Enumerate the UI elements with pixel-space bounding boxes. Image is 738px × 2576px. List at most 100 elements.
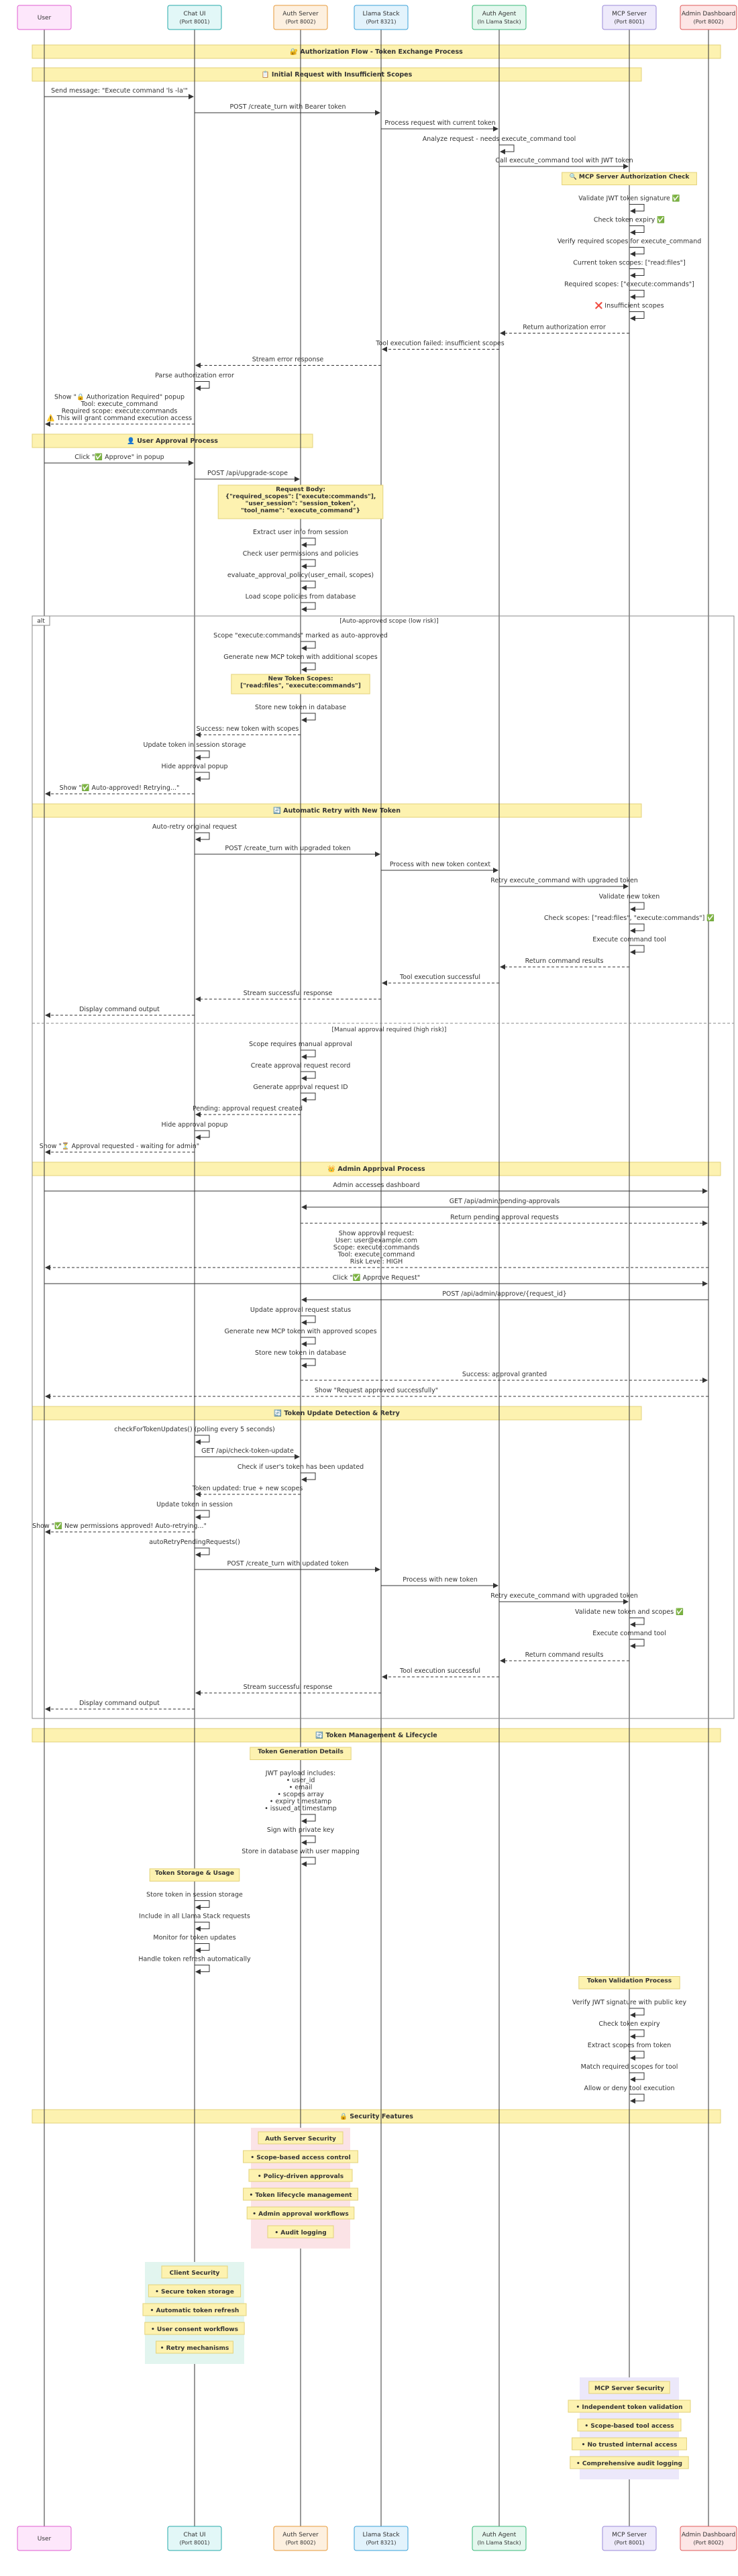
participant-box-chat	[167, 5, 222, 30]
security-item-box	[142, 2303, 247, 2316]
security-item-text: Client Security	[170, 2270, 220, 2277]
participant-name: Auth Server	[282, 2532, 319, 2538]
self-message-label: Execute command tool	[592, 936, 666, 943]
self-message-label: Create approval request record	[251, 1062, 351, 1070]
message-label: Success: approval granted	[462, 1371, 547, 1378]
self-message-arrow	[301, 1315, 316, 1325]
self-message-label: Handle token refresh automatically	[138, 1956, 251, 1963]
note-box	[231, 674, 370, 694]
participant-box-agent	[472, 5, 527, 30]
self-message-arrow	[195, 1965, 210, 1975]
message-label: Tool execution failed: insufficient scop…	[375, 340, 504, 348]
participant-port: (Port 8001)	[179, 2540, 209, 2546]
note-text: Token Validation Process	[587, 1978, 672, 1985]
self-message-arrow	[195, 1435, 210, 1445]
alt-frame	[32, 615, 735, 1719]
self-message-label: Required scopes: ["execute:commands"]	[564, 281, 694, 289]
message-label: Scope: execute:commands	[333, 1244, 419, 1251]
section-banner	[32, 67, 642, 82]
self-message-arrow	[629, 2051, 645, 2061]
message-label: Click "✅ Approve" in popup	[74, 453, 164, 461]
section-backgrounds	[32, 44, 721, 2124]
self-message-arrow	[195, 772, 210, 782]
security-item-text: • Comprehensive audit logging	[576, 2461, 682, 2467]
note-text: Token Storage & Usage	[155, 1870, 234, 1877]
message-label: Retry execute_command with upgraded toke…	[490, 1592, 638, 1600]
message-label: Risk Level: HIGH	[350, 1258, 403, 1266]
security-item-box	[144, 2322, 245, 2335]
security-item-box	[248, 2169, 353, 2182]
self-message-arrow	[629, 1639, 645, 1649]
self-message-label: ❌ Insufficient scopes	[594, 302, 664, 310]
self-message-label: Hide approval popup	[161, 1121, 227, 1129]
participant-port: (Port 8001)	[614, 19, 644, 25]
note-text: Token Generation Details	[258, 1749, 344, 1755]
self-message-arrow	[629, 2094, 645, 2104]
self-message-arrow	[301, 662, 316, 672]
message-label: Return authorization error	[523, 324, 606, 331]
message-label: POST /api/upgrade-scope	[207, 470, 288, 477]
self-message-label: • issued_at timestamp	[264, 1805, 337, 1812]
message-label: Show "✅ Auto-approved! Retrying..."	[60, 784, 180, 792]
security-item-text: • Admin approval workflows	[252, 2211, 348, 2218]
security-item-text: • User consent workflows	[151, 2326, 238, 2333]
participant-box-auth	[273, 2526, 328, 2551]
participant-name: Llama Stack	[362, 11, 400, 17]
security-item-box	[258, 2131, 344, 2145]
self-message-arrow	[195, 1130, 210, 1140]
self-message-arrow	[195, 1510, 210, 1520]
participant-port: (In Llama Stack)	[477, 19, 521, 25]
self-message-label: Auto-retry original request	[152, 823, 237, 831]
note-box	[217, 484, 384, 519]
self-message-label: Check scopes: ["read:files", "execute:co…	[544, 914, 715, 922]
section-title: 🔄 Automatic Retry with New Token	[273, 807, 401, 815]
self-message-arrow	[629, 923, 645, 933]
note-text: {"required_scopes": ["execute:commands"]…	[225, 494, 376, 501]
message-label: Tool: execute_command	[337, 1251, 415, 1259]
security-item-box	[161, 2265, 228, 2279]
self-message-arrow	[629, 945, 645, 955]
self-message-label: Check token expiry	[598, 2020, 660, 2028]
section-banner	[32, 433, 313, 448]
security-item-text: MCP Server Security	[594, 2385, 664, 2392]
self-message-label: Generate new MCP token with approved sco…	[224, 1328, 376, 1335]
message-label: Retry execute_command with upgraded toke…	[490, 877, 638, 884]
message-label: Return command results	[525, 958, 604, 965]
section-banner	[32, 44, 721, 59]
self-message-arrow	[195, 1922, 210, 1932]
message-label: POST /api/admin/approve/{request_id}	[442, 1290, 567, 1298]
participant-box-auth	[273, 5, 328, 30]
participant-name: User	[38, 2536, 52, 2542]
self-message-label: Allow or deny tool execution	[584, 2085, 675, 2092]
message-label: Process with new token context	[390, 861, 491, 868]
section-title: 📋 Initial Request with Insufficient Scop…	[262, 70, 413, 79]
message-label: Show "Request approved successfully"	[315, 1387, 438, 1394]
self-message-label: Generate new MCP token with additional s…	[223, 654, 377, 661]
note-text: ["read:files", "execute:commands"]	[240, 683, 361, 690]
section-title: 🔄 Token Update Detection & Retry	[274, 1409, 400, 1417]
participant-port: (Port 8002)	[693, 19, 723, 25]
message-label: Display command output	[79, 1006, 160, 1013]
security-item-text: • No trusted internal access	[582, 2442, 678, 2449]
security-item-text: • Scope-based access control	[250, 2155, 350, 2161]
self-message-label: Store new token in database	[255, 1349, 346, 1357]
self-message-label: • user_id	[286, 1777, 315, 1784]
note-text: "user_session": "session_token",	[246, 501, 356, 507]
participant-name: Admin Dashboard	[682, 2532, 735, 2538]
self-message-label: Update token in session	[156, 1501, 233, 1508]
self-message-arrow	[629, 290, 645, 300]
self-message-label: Include in all Llama Stack requests	[139, 1913, 250, 1920]
participant-name: Admin Dashboard	[682, 11, 735, 17]
self-message-arrow	[195, 1547, 210, 1557]
message-label: Required scope: execute:commands	[62, 408, 178, 415]
message-label: Tool execution successful	[399, 1667, 480, 1675]
section-title: 👤 User Approval Process	[127, 437, 218, 445]
self-message-arrow	[629, 2029, 645, 2039]
self-message-arrow	[301, 1049, 316, 1060]
self-message-label: • email	[289, 1784, 313, 1792]
message-label: Stream successful response	[244, 990, 333, 997]
self-message-arrow	[195, 750, 210, 760]
participant-port: (Port 8002)	[285, 19, 315, 25]
self-message-arrow	[195, 381, 210, 391]
